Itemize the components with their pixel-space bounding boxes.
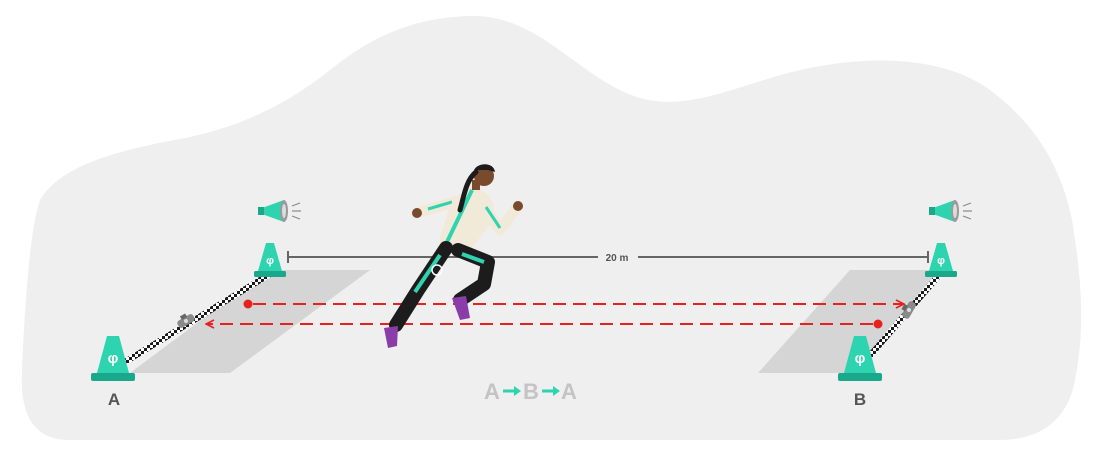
zone-a [130,270,370,373]
svg-text:φ: φ [108,350,119,367]
svg-text:φ: φ [266,255,274,267]
svg-text:φ: φ [855,350,866,367]
megaphone-icon [929,200,972,222]
svg-text:φ: φ [937,255,945,267]
runner-figure [384,164,523,348]
zone-b [758,270,940,373]
point-b-label: B [854,390,866,409]
point-a-label: A [108,390,120,409]
sequence-step: A [484,379,500,404]
start-line-b [859,272,943,367]
stopwatch-icon [177,313,195,328]
megaphone-icon [258,200,301,222]
sequence-legend: A B A [484,379,577,404]
sequence-step: A [561,379,577,404]
cone-icon: φ [254,243,286,277]
background-shape [21,15,1082,441]
run-path-out [243,300,904,309]
sequence-step: B [523,379,539,404]
arrow-right-icon [542,386,560,396]
cone-icon: φ [925,243,957,277]
distance-label: 20 m [606,253,629,264]
cone-icon: φ [91,336,135,381]
arrow-right-icon [503,386,521,396]
cone-icon: φ [838,336,882,381]
start-line-a [118,271,272,368]
run-path-back [207,320,883,329]
